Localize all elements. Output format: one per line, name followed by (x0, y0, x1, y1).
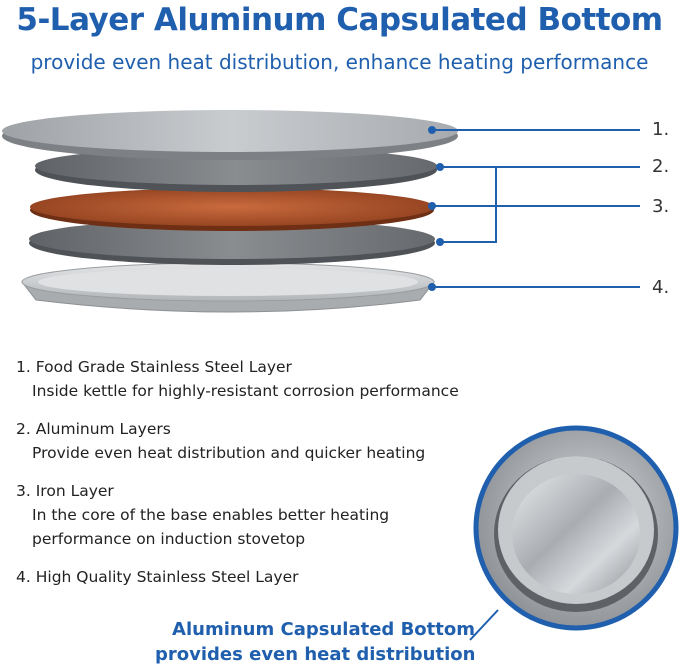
item-description: Provide even heat distribution and quick… (32, 444, 426, 462)
list-item: 2. Aluminum Layers Provide even heat dis… (16, 417, 486, 465)
aluminum-layer-lower (29, 219, 435, 265)
layer-label-1: 1. (652, 119, 670, 140)
stainless-base-layer (20, 262, 436, 313)
callout-lines (428, 126, 640, 291)
item-description: In the core of the base enables better h… (32, 506, 390, 524)
caption-line-2: provides even heat distribution (155, 644, 476, 665)
caption-pointer (469, 609, 499, 641)
item-description: performance on induction stovetop (32, 530, 306, 548)
item-name: Iron Layer (35, 482, 114, 500)
page-subtitle: provide even heat distribution, enhance … (30, 50, 649, 74)
item-number: 4. (16, 568, 31, 586)
layer-label-2: 2. (652, 156, 670, 177)
item-name: Food Grade Stainless Steel Layer (35, 358, 292, 376)
layer-label-3: 3. (652, 196, 670, 217)
item-name: High Quality Stainless Steel Layer (35, 568, 299, 586)
layer-description-list: 1. Food Grade Stainless Steel Layer Insi… (16, 355, 486, 603)
caption-line-1: Aluminum Capsulated Bottom (172, 619, 475, 640)
item-number: 2. (16, 420, 31, 438)
photo-caption: Aluminum Capsulated Bottom provides even… (155, 617, 475, 667)
iron-layer (30, 188, 434, 231)
layer-label-4: 4. (652, 277, 670, 298)
kettle-bottom-photo (473, 425, 679, 631)
list-item: 1. Food Grade Stainless Steel Layer Insi… (16, 355, 486, 403)
item-name: Aluminum Layers (35, 420, 171, 438)
list-item: 4. High Quality Stainless Steel Layer (16, 565, 486, 589)
item-number: 3. (16, 482, 31, 500)
stainless-top-layer (2, 110, 458, 160)
page-title: 5-Layer Aluminum Capsulated Bottom (16, 2, 663, 38)
layer-stack-diagram (2, 110, 640, 313)
list-item: 3. Iron Layer In the core of the base en… (16, 479, 486, 551)
item-description: Inside kettle for highly-resistant corro… (32, 382, 459, 400)
item-number: 1. (16, 358, 31, 376)
